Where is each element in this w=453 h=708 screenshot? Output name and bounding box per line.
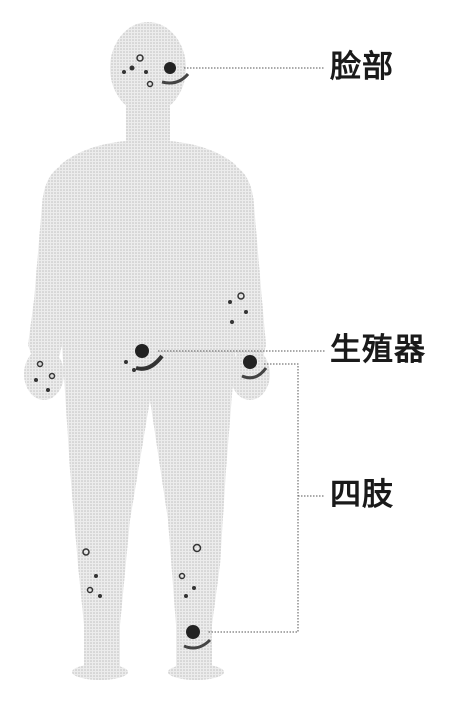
hand-lesion-minor bbox=[34, 378, 38, 382]
face-lesion-minor bbox=[136, 54, 144, 62]
face-lesion-major bbox=[164, 62, 176, 74]
legs bbox=[62, 345, 236, 668]
arm-lesion-minor bbox=[228, 300, 232, 304]
right-foot bbox=[168, 664, 224, 680]
leg-lesion-minor bbox=[184, 594, 188, 598]
hand-lesion-minor bbox=[36, 360, 44, 368]
leg-lesion-minor bbox=[192, 543, 202, 553]
genital-lesions bbox=[124, 344, 164, 372]
leg-lesion-minor bbox=[98, 594, 102, 598]
arm-lesion-minor bbox=[237, 292, 245, 300]
hand-lesion-minor bbox=[48, 372, 56, 380]
right-arm bbox=[224, 165, 266, 362]
limbs-leader-bracket bbox=[208, 363, 299, 633]
limbs-label: 四肢 bbox=[330, 477, 394, 513]
arm-lesion-minor bbox=[230, 320, 234, 324]
right-hand bbox=[230, 348, 270, 400]
genitals-label: 生殖器 bbox=[330, 332, 426, 368]
leg-lesion-minor bbox=[86, 586, 94, 594]
left-hand bbox=[24, 348, 64, 400]
arm-lesion-minor bbox=[244, 310, 248, 314]
face-lesion-minor bbox=[129, 65, 135, 71]
face-label: 脸部 bbox=[330, 49, 394, 85]
hand-lesion-shadow bbox=[241, 367, 268, 380]
hand-lesion-minor bbox=[46, 388, 50, 392]
face-lesion-minor bbox=[146, 80, 154, 88]
face-lesion-minor bbox=[144, 70, 148, 74]
genital-lesion-shadow bbox=[135, 354, 164, 371]
head bbox=[110, 22, 186, 114]
left-foot bbox=[72, 664, 128, 680]
hand-lesion-major bbox=[243, 355, 257, 369]
neck bbox=[126, 100, 170, 148]
face-lesion-minor bbox=[122, 70, 126, 74]
left-arm bbox=[28, 165, 72, 362]
leg-lesion-minor bbox=[178, 572, 186, 580]
face-lesions bbox=[122, 54, 190, 88]
genital-lesion-major bbox=[135, 344, 149, 358]
limb-lesions bbox=[34, 292, 268, 650]
leg-lesion-minor bbox=[82, 548, 90, 556]
face-lesion-shadow bbox=[161, 72, 190, 85]
leader-lines bbox=[158, 67, 325, 633]
leg-lesion-minor bbox=[94, 574, 98, 578]
genital-lesion-minor bbox=[124, 360, 128, 364]
genital-lesion-minor bbox=[132, 368, 136, 372]
leg-lesion-minor bbox=[192, 586, 196, 590]
ankle-lesion-shadow bbox=[183, 638, 212, 650]
torso bbox=[60, 140, 238, 368]
ankle-lesion-major bbox=[186, 625, 200, 639]
